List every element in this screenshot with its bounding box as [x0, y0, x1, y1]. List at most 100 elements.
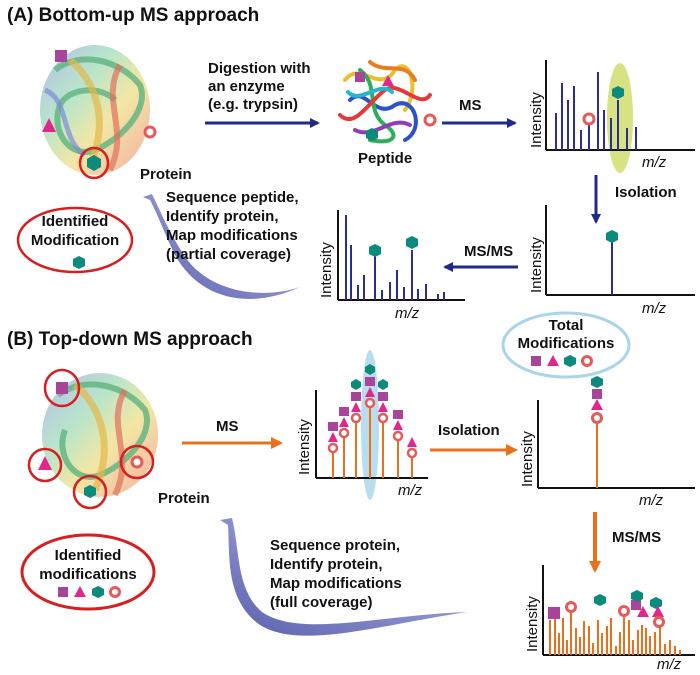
highlight-ellipse-b3	[119, 444, 155, 480]
digestion-label-line2: an enzyme	[208, 78, 285, 95]
peptide-label: Peptide	[358, 150, 413, 167]
total-modifications-ellipse	[501, 311, 631, 379]
triangle-modification-icon	[393, 420, 403, 430]
triangle-modification-icon	[328, 432, 338, 442]
spectrum-a-msms-peaks	[345, 215, 445, 300]
mz-axis-label: m/z	[657, 656, 682, 673]
ring-modification-icon	[582, 112, 596, 126]
isolated-peak-b-stack	[591, 376, 603, 424]
digestion-label-line3: (e.g. trypsin)	[208, 96, 299, 113]
hexagon-modification-icon	[84, 485, 96, 498]
square-modification-icon	[378, 392, 388, 401]
total-modifications-line2: Modifications	[517, 335, 615, 352]
spectrum-a-isolated-axes	[545, 205, 695, 296]
mz-axis-label: m/z	[639, 492, 664, 509]
protein-label-a: Protein	[140, 166, 192, 183]
total-modifications-line1: Total	[548, 317, 584, 334]
triangle-modification-icon	[378, 402, 388, 412]
spectrum-a-axes	[545, 60, 695, 151]
intensity-axis-label: Intensity	[318, 242, 335, 298]
ring-modification-icon	[130, 455, 144, 469]
square-modification-icon	[393, 410, 403, 419]
ring-modification-icon	[364, 397, 376, 409]
ms-label-a: MS	[459, 97, 482, 114]
identified-modification-line2: Modification	[30, 232, 120, 249]
spectrum-b-peaks	[327, 364, 418, 478]
hexagon-modification-icon	[366, 128, 378, 141]
triangle-modification-icon	[351, 402, 361, 412]
ring-modification-icon	[377, 412, 389, 424]
ring-modification-icon	[143, 125, 157, 139]
total-modifications-icons	[531, 355, 593, 367]
top-down-steps-line4: (full coverage)	[270, 594, 373, 611]
highlight-ellipse-b2	[27, 447, 63, 483]
return-swoosh-a	[143, 194, 300, 299]
triangle-modification-icon	[365, 387, 375, 397]
identified-modifications-line2: modifications	[39, 566, 137, 583]
highlight-ellipse-a	[78, 146, 110, 180]
bottom-up-steps-line1: Sequence peptide,	[166, 189, 299, 206]
square-modification-icon	[351, 392, 361, 401]
hexagon-modification-icon	[351, 379, 361, 390]
msms-label-a: MS/MS	[464, 243, 514, 260]
intensity-axis-label: Intensity	[524, 596, 541, 652]
ring-modification-icon	[423, 113, 437, 127]
ms-label-b: MS	[216, 418, 239, 435]
mz-axis-label: m/z	[642, 300, 667, 317]
section-a-title: (A) Bottom-up MS approach	[7, 5, 260, 26]
top-down-steps-line3: Map modifications	[270, 575, 402, 592]
spectrum-b-msms-icons	[548, 590, 665, 628]
mz-axis-label: m/z	[398, 482, 423, 499]
spectrum-b-isolated-axes	[537, 400, 695, 489]
section-b-title: (B) Top-down MS approach	[7, 329, 253, 350]
hexagon-modification-icon	[612, 86, 624, 99]
square-modification-icon	[365, 377, 375, 386]
ring-modification-icon	[350, 412, 362, 424]
bottom-up-steps-line2: Identify protein,	[166, 208, 279, 225]
identified-modification-line1: Identified	[41, 213, 109, 230]
digestion-label-line1: Digestion with	[208, 60, 311, 77]
hexagon-modification-icon	[369, 244, 381, 257]
square-modification-icon	[355, 72, 365, 82]
square-modification-icon	[339, 407, 349, 416]
spectrum-b-axes	[315, 390, 428, 479]
top-down-steps-line2: Identify protein,	[270, 556, 383, 573]
hexagon-modification-icon	[606, 230, 618, 243]
identified-modification-ellipse-a	[16, 206, 134, 274]
hexagon-modification-icon	[378, 379, 388, 390]
hexagon-modification-icon	[87, 155, 101, 171]
square-modification-icon	[56, 382, 68, 394]
intensity-axis-label: Intensity	[519, 431, 536, 487]
triangle-modification-icon	[42, 118, 56, 132]
identified-modifications-icons	[58, 586, 121, 598]
hexagon-modification-icon	[406, 236, 418, 249]
triangle-modification-icon	[38, 456, 52, 470]
msms-label-b: MS/MS	[612, 529, 662, 546]
protein-structure-a	[40, 45, 150, 175]
hexagon-modification-icon	[365, 364, 375, 375]
isolation-label-b: Isolation	[438, 422, 500, 439]
square-modification-icon	[328, 422, 338, 431]
spectrum-b-msms-peaks	[549, 608, 681, 655]
peptide-cluster-icon	[338, 60, 432, 144]
intensity-axis-label: Intensity	[296, 419, 313, 475]
mz-axis-label: m/z	[642, 154, 667, 171]
identified-modifications-line1: Identified	[54, 547, 122, 564]
identified-modifications-ellipse-b	[20, 533, 156, 611]
top-down-steps-line1: Sequence protein,	[270, 537, 401, 554]
highlight-ellipse-b4	[72, 474, 108, 510]
bottom-up-steps-line4: (partial coverage)	[166, 246, 292, 263]
ring-modification-icon	[327, 442, 339, 454]
hexagon-modification-icon	[73, 256, 85, 269]
mz-axis-label: m/z	[395, 305, 420, 322]
ring-modification-icon	[392, 430, 404, 442]
square-modification-icon	[55, 50, 67, 62]
highlight-ellipse-b1	[43, 368, 81, 408]
ring-modification-icon	[406, 447, 418, 459]
protein-label-b: Protein	[158, 490, 210, 507]
intensity-axis-label: Intensity	[528, 92, 545, 148]
isolation-label-a: Isolation	[615, 184, 677, 201]
triangle-modification-icon	[339, 417, 349, 427]
intensity-axis-label: Intensity	[528, 237, 545, 293]
